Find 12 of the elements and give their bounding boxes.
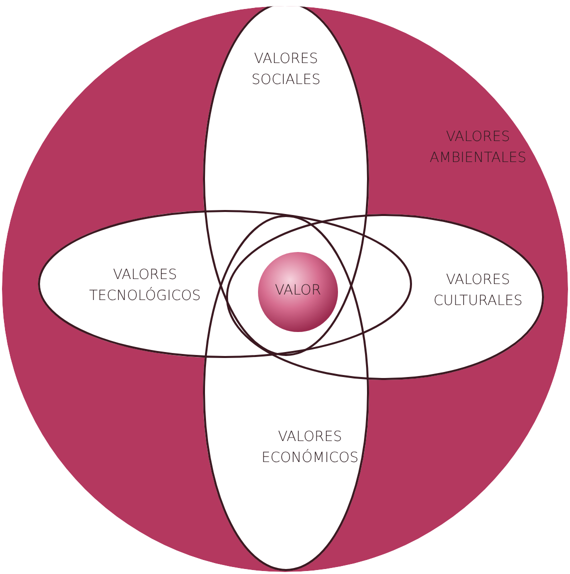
- region-label: VALOR: [274, 282, 322, 300]
- region-label: VALORES AMBIENTALES: [428, 128, 528, 168]
- sphere: [258, 252, 338, 332]
- region-label: VALORES ECONÓMICOS: [260, 428, 360, 468]
- region-label: VALORES TECNOLÓGICOS: [88, 266, 202, 306]
- ellipse-region: [226, 214, 544, 380]
- circle-region: [2, 6, 568, 572]
- ellipse-region: [203, 215, 369, 571]
- ellipse-region: [203, 6, 369, 356]
- region-label: VALORES SOCIALES: [250, 50, 322, 90]
- ellipse-region: [38, 210, 412, 358]
- region-label: VALORES CULTURALES: [432, 271, 524, 311]
